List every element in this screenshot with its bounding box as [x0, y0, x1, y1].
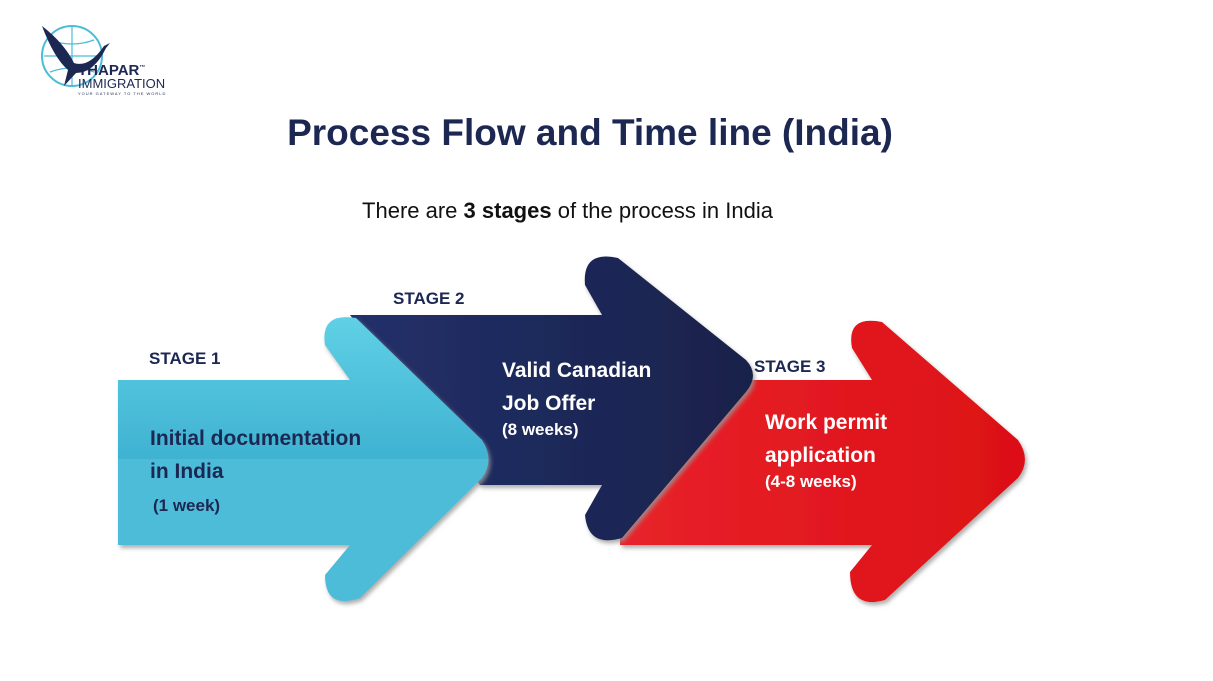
logo-tm: ™: [139, 65, 146, 71]
stage-3-label: STAGE 3: [754, 357, 826, 376]
stage-1-arrow: [118, 317, 489, 602]
logo: [34, 18, 184, 98]
logo-tagline: YOUR GATEWAY TO THE WORLD: [78, 91, 167, 96]
crane-globe-icon: [41, 25, 110, 87]
stage-2-label: STAGE 2: [393, 289, 465, 308]
subtitle: There are 3 stages of the process in Ind…: [0, 198, 1135, 224]
stage-2-text: Valid Canadian Job Offer (8 weeks): [502, 354, 651, 440]
stage-3-text: Work permit application (4-8 weeks): [765, 406, 887, 492]
stage-3-line2: application: [765, 444, 876, 467]
stage-2-duration: (8 weeks): [502, 420, 579, 439]
logo-text: THAPAR™ IMMIGRATION YOUR GATEWAY TO THE …: [78, 62, 166, 96]
subtitle-post: of the process in India: [551, 198, 773, 223]
stage-2-arrow: [350, 256, 753, 541]
stage-3-line1: Work permit: [765, 411, 888, 434]
stage-1-label: STAGE 1: [149, 349, 221, 368]
logo-line2: IMMIGRATION: [78, 76, 166, 91]
stage-1-line2: in India: [150, 460, 224, 483]
stage-1-line1: Initial documentation: [150, 427, 362, 450]
stage-3-duration: (4-8 weeks): [765, 472, 857, 491]
subtitle-bold: 3 stages: [463, 198, 552, 223]
stage-1-text: Initial documentation in India (1 week): [150, 422, 361, 516]
stage-2-line2: Job Offer: [502, 392, 596, 415]
page-title: Process Flow and Time line (India): [287, 112, 893, 153]
subtitle-pre: There are: [362, 198, 464, 223]
stage-2-line1: Valid Canadian: [502, 359, 652, 382]
logo-brand: THAPAR: [78, 62, 140, 79]
stage-1-duration: (1 week): [153, 496, 221, 515]
